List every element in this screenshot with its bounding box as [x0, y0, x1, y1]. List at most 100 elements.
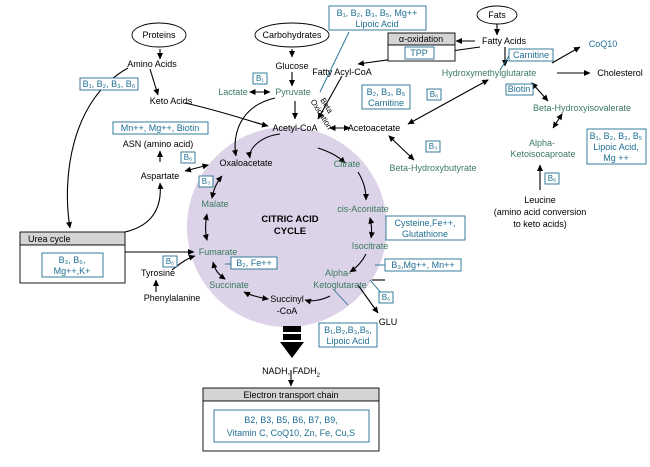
cofactor-amino-acids: B₁, B₂, B₃, B₆ [79, 77, 139, 91]
cofactor-alpha-kg-dehydrogenase: B₁,B₂,B₃,B₅, Lipoic Acid [318, 322, 378, 348]
proteins-label: Proteins [142, 30, 176, 40]
svg-text:B₆: B₆ [382, 293, 391, 302]
malate-label: Malate [201, 199, 228, 209]
succinyl-coa-label-line2: -CoA [277, 306, 298, 316]
citric-acid-cycle-circle [187, 127, 387, 327]
urea-cycle-panel: Urea cycle B₃, B₆, Mg++,K+ [19, 231, 126, 284]
svg-text:Mg++,K+: Mg++,K+ [54, 266, 91, 276]
cofactor-acetoacetate: B₆ [426, 88, 442, 101]
svg-text:B2, B3, B5, B6, B7, B9,: B2, B3, B5, B6, B7, B9, [244, 415, 338, 425]
electron-transport-chain-panel: Electron transport chain B2, B3, B5, B6,… [202, 387, 380, 452]
svg-text:Carnitine: Carnitine [368, 98, 404, 108]
cofactor-aspartate: B₆ [180, 151, 196, 164]
svg-text:B₆: B₆ [430, 90, 439, 99]
cofactor-carnitine: Carnitine [508, 48, 554, 62]
aspartate-label: Aspartate [141, 171, 180, 181]
cis-aconitate-label: cis-Aconitate [337, 204, 389, 214]
cofactor-oxaloacetate: B₃ [198, 175, 214, 188]
leucine-label: Leucine [524, 195, 556, 205]
cofactor-alpha-kic: B₁, B₂, B₃, B₅ Lipoic Acid, Mg ++ [586, 128, 647, 165]
cofactor-fumarate: B₂, Fe++ [230, 256, 278, 270]
phenylalanine-label: Phenylalanine [144, 293, 201, 303]
proteins-oval [131, 22, 187, 48]
svg-text:Mn++, Mg++, Biotin: Mn++, Mg++, Biotin [121, 123, 200, 133]
alpha-kic-label-line1: Alpha- [529, 138, 555, 148]
svg-text:B₂, Fe++: B₂, Fe++ [236, 258, 272, 268]
svg-text:α-oxidation: α-oxidation [399, 34, 443, 44]
acetoacetate-label: Acetoacetate [348, 123, 401, 133]
citrate-label: Citrate [334, 159, 361, 169]
beta-hydroxybutyrate-label: Beta-Hydroxybutyrate [389, 163, 476, 173]
svg-text:B₆: B₆ [166, 257, 175, 266]
cholesterol-label: Cholesterol [597, 68, 643, 78]
svg-text:Carnitine: Carnitine [513, 50, 549, 60]
fats-label: Fats [488, 10, 506, 20]
svg-text:Lipoic Acid,: Lipoic Acid, [593, 142, 639, 152]
alpha-kg-label-line1: Alpha- [325, 268, 351, 278]
succinate-label: Succinate [209, 280, 249, 290]
svg-text:Cysteine,Fe++,: Cysteine,Fe++, [394, 218, 455, 228]
beta-hydroxyisovalerate-label: Beta-Hydroxyisovalerate [533, 103, 631, 113]
svg-text:TPP: TPP [410, 48, 428, 58]
svg-text:B₃: B₃ [202, 177, 211, 186]
lactate-label: Lactate [218, 87, 248, 97]
svg-text:B₁: B₁ [256, 74, 264, 83]
pyruvate-label: Pyruvate [275, 87, 311, 97]
cofactor-lactate: B₁ [252, 72, 268, 85]
electron-funnel-icon [280, 326, 304, 358]
cofactor-acetyl-coa-carboxylase: Mn++, Mg++, Biotin [112, 121, 209, 135]
svg-text:B₂, B₃, B₅: B₂, B₃, B₅ [367, 87, 406, 97]
svg-text:B₆: B₆ [184, 153, 193, 162]
svg-text:Biotin: Biotin [508, 84, 531, 94]
fatty-acyl-coa-label: Fatty Acyl-CoA [312, 67, 372, 77]
cofactor-biotin: Biotin [505, 83, 534, 96]
svg-text:B₃,Mg++, Mn++: B₃,Mg++, Mn++ [391, 260, 454, 270]
amino-acids-label: Amino Acids [127, 59, 177, 69]
cofactor-cis-aconitate: Cysteine,Fe++, Glutathione [385, 215, 466, 241]
alpha-kic-label-line2: Ketoisocaproate [510, 149, 575, 159]
cofactor-pyruvate-dehydrogenase: B₁, B₂, B₃, B₅, Mg++ Lipoic Acid [328, 5, 427, 31]
cofactor-isocitrate: B₃,Mg++, Mn++ [384, 258, 462, 272]
svg-text:Mg ++: Mg ++ [603, 153, 629, 163]
svg-text:B₁, B₂, B₃, B₆: B₁, B₂, B₃, B₆ [83, 79, 136, 89]
svg-text:B₆: B₆ [548, 174, 557, 183]
svg-text:B₃, B₆,: B₃, B₆, [59, 255, 86, 265]
fumarate-label: Fumarate [199, 247, 238, 257]
keto-acids-label: Keto Acids [150, 96, 193, 106]
svg-text:B₁, B₂, B₃, B₅, Mg++: B₁, B₂, B₃, B₅, Mg++ [337, 8, 418, 18]
oxaloacetate-label: Oxaloacetate [219, 158, 272, 168]
svg-text:B₁,B₂,B₃,B₅,: B₁,B₂,B₃,B₅, [324, 325, 372, 335]
cofactor-beta-oxidation: B₂, B₃, B₅ Carnitine [361, 84, 411, 110]
asn-label: ASN (amino acid) [123, 139, 194, 149]
carbohydrates-label: Carbohydrates [262, 30, 322, 40]
glu-label: GLU [379, 317, 398, 327]
fatty-acids-label: Fatty Acids [482, 36, 527, 46]
coq10-label: CoQ10 [589, 39, 618, 49]
carbohydrates-oval [254, 22, 330, 48]
cofactor-glu: B₆ [378, 291, 394, 304]
fats-oval [476, 5, 518, 25]
glucose-label: Glucose [275, 61, 308, 71]
svg-text:B₃: B₃ [429, 142, 438, 151]
succinyl-coa-label-line1: Succinyl [270, 294, 304, 304]
hmg-label: Hydroxymethylglutarate [442, 68, 537, 78]
leucine-note-line1: (amino acid conversion [494, 207, 587, 217]
cycle-title-line2: CYCLE [274, 226, 306, 237]
leucine-note-line2: to keto acids) [513, 219, 567, 229]
svg-text:Electron transport chain: Electron transport chain [243, 390, 338, 400]
nadh-fadh2-label: NADH, FADH2 [262, 366, 321, 379]
isocitrate-label: Isocitrate [352, 241, 389, 251]
svg-text:Urea cycle: Urea cycle [28, 234, 71, 244]
svg-text:Lipoic Acid: Lipoic Acid [326, 336, 369, 346]
cofactor-tyrosine: B₆ [162, 255, 178, 268]
alpha-oxidation-panel: α-oxidation TPP [387, 32, 456, 62]
cycle-title-line1: CITRIC ACID [261, 214, 318, 225]
cofactor-beta-hydroxybutyrate: B₃ [425, 140, 441, 153]
acetyl-coa-label: Acetyl-CoA [272, 123, 317, 133]
tyrosine-label: Tyrosine [141, 268, 175, 278]
cofactor-leucine: B₆ [544, 172, 560, 185]
svg-text:Lipoic Acid: Lipoic Acid [355, 19, 398, 29]
alpha-kg-label-line2: Ketoglutarate [313, 280, 367, 290]
